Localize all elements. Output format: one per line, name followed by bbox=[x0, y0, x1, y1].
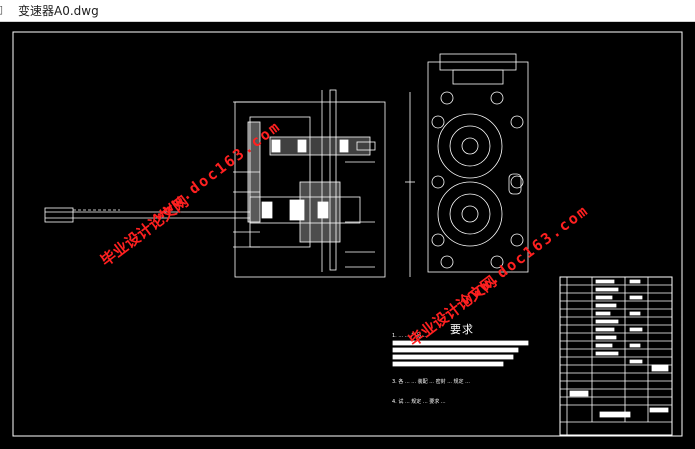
window-title: 变速器A0.dwg bbox=[18, 4, 99, 18]
drawing-canvas[interactable]: 要求 1. ... ... 产品 ... 3. 各 ... ... 装配 ...… bbox=[0, 22, 695, 449]
requirements-heading: 要求 bbox=[450, 323, 474, 336]
cad-drawing bbox=[12, 31, 683, 437]
requirement-note-1: 1. ... ... 产品 ... bbox=[392, 333, 428, 339]
end-view bbox=[405, 53, 529, 277]
dwg-file-icon: ▯ bbox=[0, 3, 4, 16]
requirement-note-4: 4. 试 ... 规定 ... 要求 ... bbox=[392, 399, 446, 405]
requirement-note-3: 3. 各 ... ... 装配 ... 密封 ... 规定 ... bbox=[392, 379, 470, 385]
sheet-frame bbox=[12, 31, 683, 437]
parts-list-table bbox=[559, 276, 673, 436]
title-bar: ▯ 变速器A0.dwg bbox=[0, 0, 695, 22]
requirements-block bbox=[392, 340, 529, 367]
section-view bbox=[44, 89, 386, 278]
